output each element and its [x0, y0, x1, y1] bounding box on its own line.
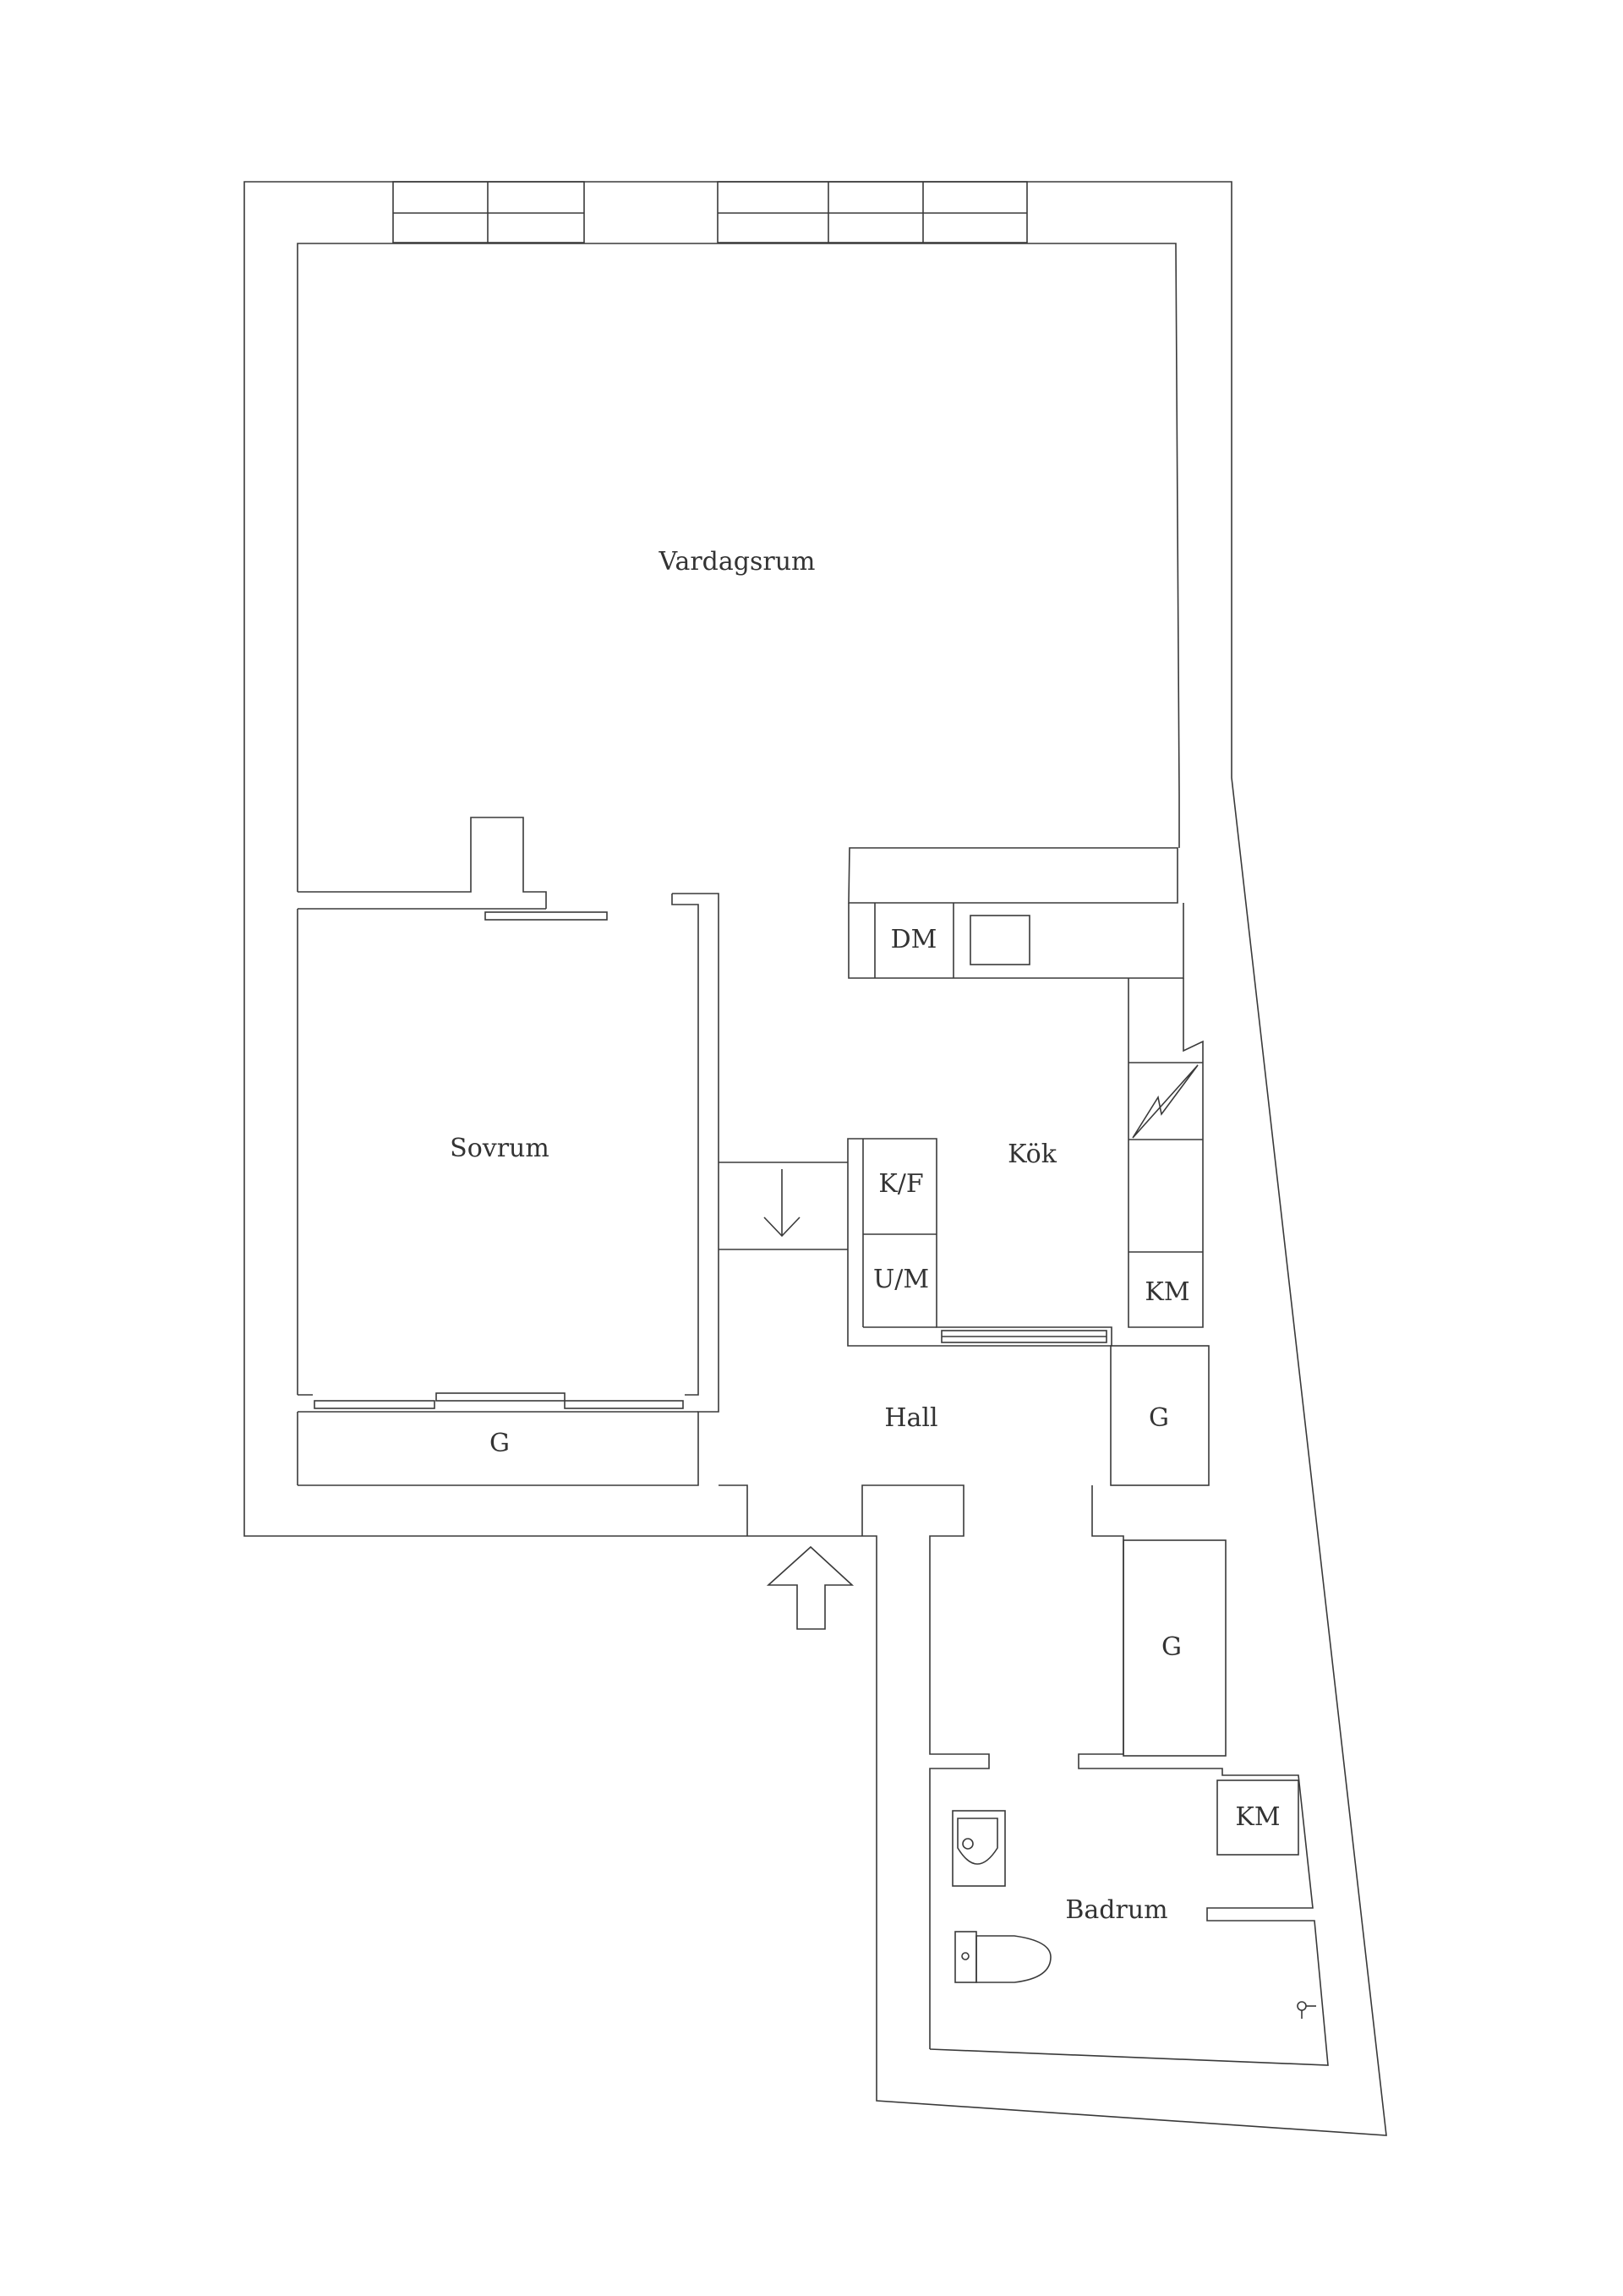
hall-wardrobe: [1110, 1345, 1210, 1486]
kitchen-right-counter: [1128, 978, 1204, 1328]
kitchen-top-counter-lower: [848, 903, 1184, 979]
shower-icon: [1297, 2001, 1316, 2019]
bedroom-walls: [297, 908, 546, 1396]
outer-wall: [243, 181, 1387, 2136]
fixture-label-dishwasher: DM: [891, 925, 937, 954]
fixture-label-wardrobe-bedroom: G: [489, 1429, 510, 1458]
bedroom-right-wall-inner: [671, 894, 699, 1396]
corridor-passage: [719, 1162, 848, 1250]
living-room-walls: [297, 243, 1180, 892]
fixture-label-wardrobe-hall: G: [1149, 1403, 1169, 1433]
room-label-bathroom: Badrum: [1065, 1895, 1167, 1925]
windows-top: [392, 181, 1028, 243]
sink: [970, 915, 1030, 965]
kitchen-left-column: [847, 1138, 1112, 1347]
bedroom-wardrobe: [297, 1411, 698, 1485]
bath-sink-icon: [952, 1810, 1006, 1887]
entrance-arrow-icon: [766, 1545, 855, 1630]
toilet-icon: [954, 1931, 1052, 1983]
corridor-wardrobe: [1123, 1539, 1227, 1757]
corridor-right-walls: [929, 1485, 1329, 2066]
room-label-bedroom: Sovrum: [450, 1134, 549, 1163]
hall-entrance-walls: [719, 1484, 990, 2049]
down-arrow-icon: [763, 1169, 801, 1238]
bedroom-wardrobe-doors: [314, 1392, 684, 1409]
room-label-kitchen: Kök: [1008, 1140, 1057, 1169]
bedroom-door-slider: [484, 911, 608, 921]
kitchen-top-counter: [848, 847, 1178, 904]
fixture-label-washer-kitchen: KM: [1145, 1277, 1189, 1307]
fixture-label-fridge-freezer: K/F: [878, 1169, 923, 1199]
lightning-icon: [1132, 1064, 1199, 1139]
fixture-label-oven-microwave: U/M: [873, 1265, 929, 1294]
fixture-label-wardrobe-corridor: G: [1161, 1632, 1182, 1662]
bath-washer: [1216, 1779, 1299, 1856]
living-room-bottom-wall: [298, 817, 547, 909]
room-label-hall: Hall: [884, 1403, 937, 1433]
room-label-living: Vardagsrum: [658, 547, 816, 577]
fixture-label-washer-bath: KM: [1235, 1802, 1280, 1832]
bedroom-right-wall: [298, 893, 719, 1486]
